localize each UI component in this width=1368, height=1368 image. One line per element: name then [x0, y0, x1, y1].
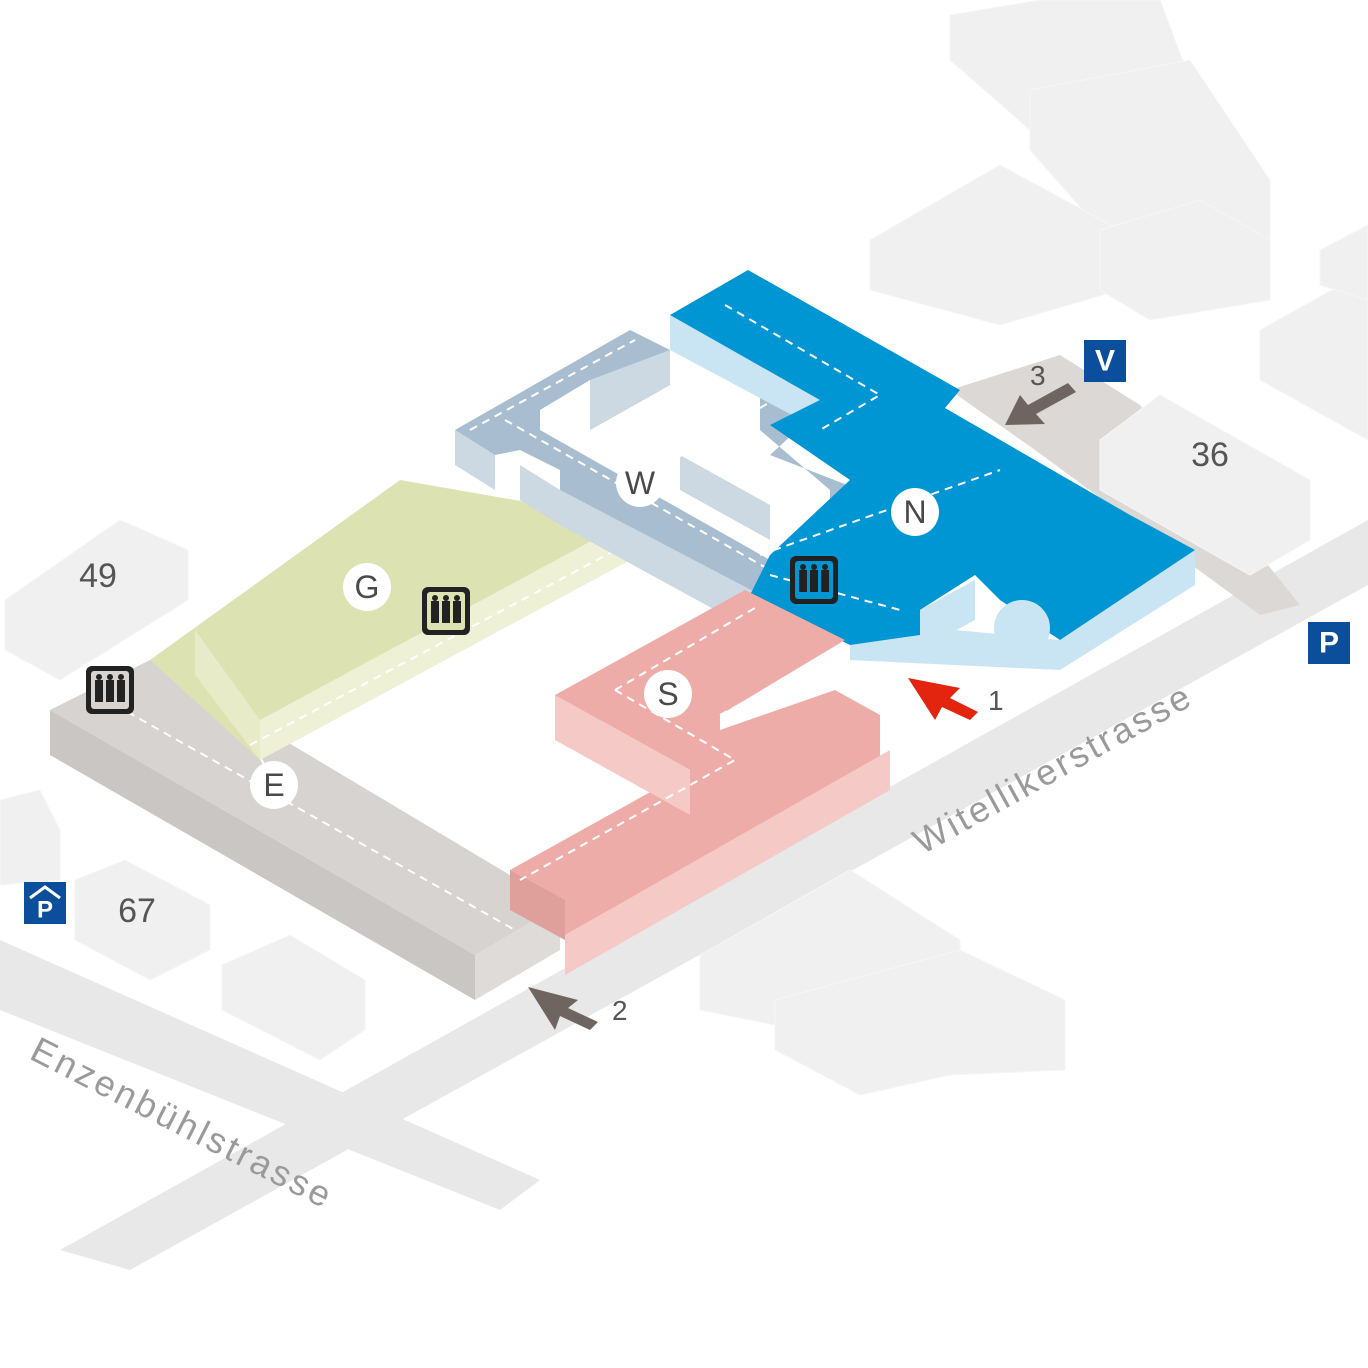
entrance-arrow-1: [908, 678, 978, 720]
building-49: [4, 519, 189, 681]
zone-label-g: G: [343, 563, 391, 611]
entrance-number-2: 2: [612, 995, 628, 1026]
building-number-49: 49: [79, 557, 117, 595]
building-36: [1099, 394, 1311, 576]
witelliker-street: [60, 520, 1368, 1270]
parking-garage-icon: P: [24, 882, 66, 924]
building-67: [74, 859, 211, 981]
entrance-number-1: 1: [988, 685, 1004, 716]
wing-w: [455, 330, 860, 640]
zone-label-s: S: [644, 670, 692, 718]
wing-s: [510, 590, 890, 975]
elevator-icon: [86, 666, 134, 714]
zone-label-n: N: [891, 488, 939, 536]
parking-sign-icon: P: [1308, 622, 1350, 664]
svg-text:W: W: [625, 465, 656, 501]
entrance-arrow-2: [528, 987, 598, 1030]
neighbor-buildings: [0, 0, 1368, 1096]
entrance-arrows: [528, 383, 1076, 1030]
svg-text:P: P: [1319, 627, 1339, 660]
zone-label-e: E: [250, 761, 298, 809]
zone-label-w: W: [616, 459, 664, 507]
svg-text:N: N: [903, 494, 926, 530]
zone-labels: W N G S E: [250, 459, 939, 809]
svg-text:G: G: [355, 569, 380, 605]
svg-text:P: P: [37, 897, 53, 924]
elevator-icon: [790, 556, 838, 604]
svg-text:E: E: [263, 767, 284, 803]
building-number-67: 67: [118, 892, 156, 930]
side-street: [0, 940, 540, 1210]
building-number-36: 36: [1191, 436, 1229, 474]
elevator-icon: [422, 587, 470, 635]
wing-g: [150, 480, 630, 760]
entrance-number-3: 3: [1030, 360, 1046, 391]
svg-text:V: V: [1095, 345, 1115, 378]
wing-n: [670, 270, 1195, 670]
entrance-arrow-3: [1005, 383, 1076, 425]
svg-text:S: S: [657, 676, 678, 712]
visitor-sign-icon: V: [1084, 340, 1126, 382]
